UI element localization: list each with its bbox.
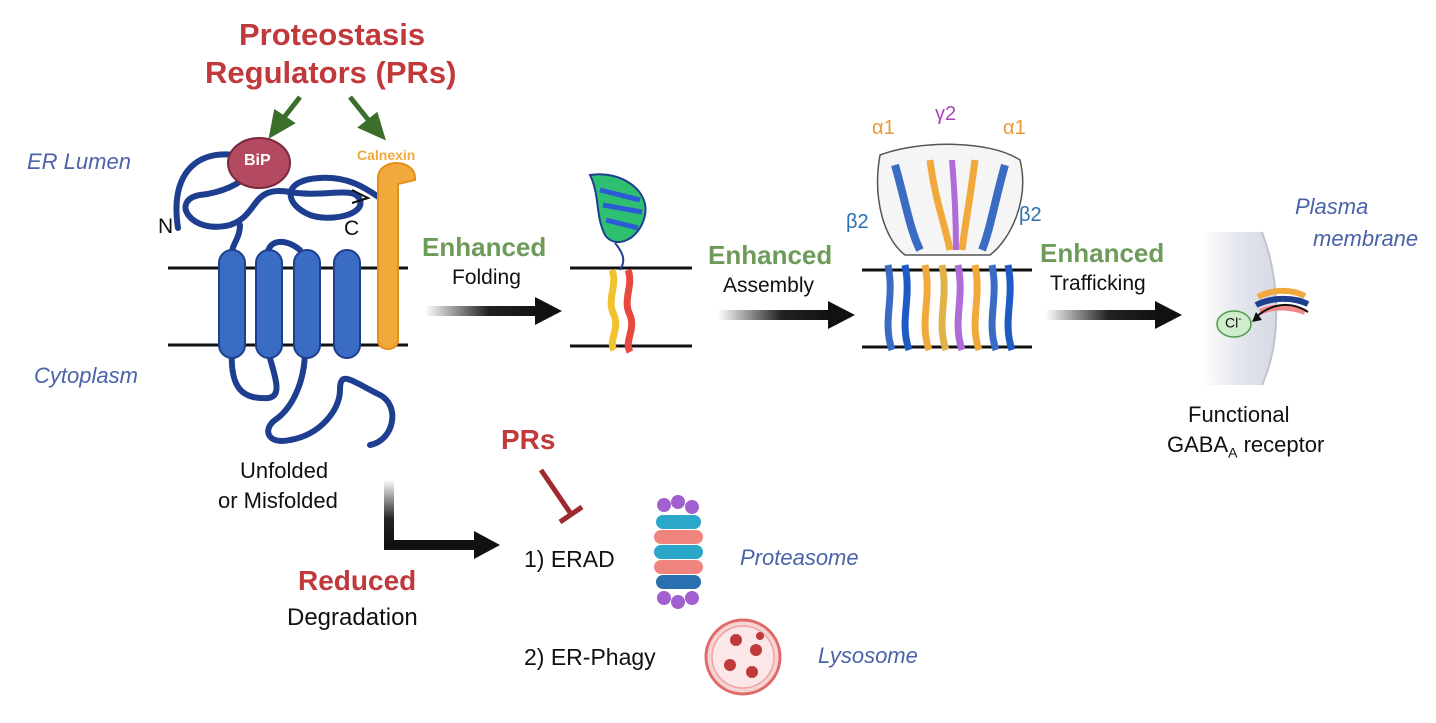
degradation-modifier: Reduced xyxy=(298,565,417,596)
step-folding-modifier: Enhanced xyxy=(422,232,547,262)
receptor-word: receptor xyxy=(1237,432,1325,457)
receptor-line2: GABAA receptor xyxy=(1167,432,1324,460)
plasma-label-line1: Plasma xyxy=(1295,194,1369,219)
arrow-trafficking xyxy=(1045,301,1182,329)
arrow-assembly xyxy=(718,301,855,329)
erphagy-label: 2) ER-Phagy xyxy=(524,644,656,670)
pr-inhibition xyxy=(538,468,584,525)
c-terminus-label: C xyxy=(344,217,360,240)
state-line2: or Misfolded xyxy=(218,488,338,513)
er-membrane-left xyxy=(168,266,408,347)
chloride-symbol: Cl xyxy=(1225,314,1239,331)
step-assembly-label: Assembly xyxy=(723,274,815,297)
receptor-subscript: A xyxy=(1228,444,1238,461)
chloride-charge: - xyxy=(1238,314,1242,325)
plasma-membrane-panel xyxy=(1202,231,1310,386)
arrow-folding xyxy=(425,297,562,325)
calnexin-hook xyxy=(351,189,371,204)
title-line2: Regulators (PRs) xyxy=(205,55,457,90)
step-trafficking-label: Trafficking xyxy=(1050,272,1146,295)
pr-arrows xyxy=(268,95,386,141)
cytoplasm-label: Cytoplasm xyxy=(34,363,138,388)
n-terminus-label: N xyxy=(158,215,174,238)
subunit-beta2-left: β2 xyxy=(846,211,869,233)
folded-monomer xyxy=(570,173,692,354)
degradation-label: Degradation xyxy=(287,604,418,631)
degradation-inhibitor-label: PRs xyxy=(501,424,556,455)
step-folding-label: Folding xyxy=(452,266,521,289)
receptor-gaba: GABA xyxy=(1167,432,1229,457)
assembled-receptor xyxy=(862,143,1032,352)
step-trafficking-modifier: Enhanced xyxy=(1040,238,1165,268)
bip-shape xyxy=(227,137,291,189)
proteasome-shape xyxy=(654,495,703,609)
calnexin-label: Calnexin xyxy=(357,147,416,163)
erad-label: 1) ERAD xyxy=(524,546,615,572)
proteasome-label: Proteasome xyxy=(740,545,859,570)
state-line1: Unfolded xyxy=(240,458,329,483)
subunit-alpha1-left: α1 xyxy=(872,117,895,139)
subunit-alpha1-right: α1 xyxy=(1003,117,1026,139)
title-line1: Proteostasis xyxy=(239,17,426,52)
transmembrane-helices xyxy=(218,249,361,359)
lysosome-label: Lysosome xyxy=(818,643,918,668)
arrow-degradation xyxy=(384,480,500,559)
lysosome-shape xyxy=(704,618,782,696)
subunit-gamma2: γ2 xyxy=(935,103,957,125)
chloride-label: Cl- xyxy=(1225,314,1242,331)
subunit-beta2-right: β2 xyxy=(1019,204,1042,226)
step-assembly-modifier: Enhanced xyxy=(708,240,833,270)
receptor-line1: Functional xyxy=(1188,402,1290,427)
chloride-ion xyxy=(1216,310,1252,338)
calnexin-shape xyxy=(377,162,416,350)
plasma-label-line2: membrane xyxy=(1313,226,1419,251)
bip-label: BiP xyxy=(244,152,271,169)
er-lumen-label: ER Lumen xyxy=(27,149,131,174)
